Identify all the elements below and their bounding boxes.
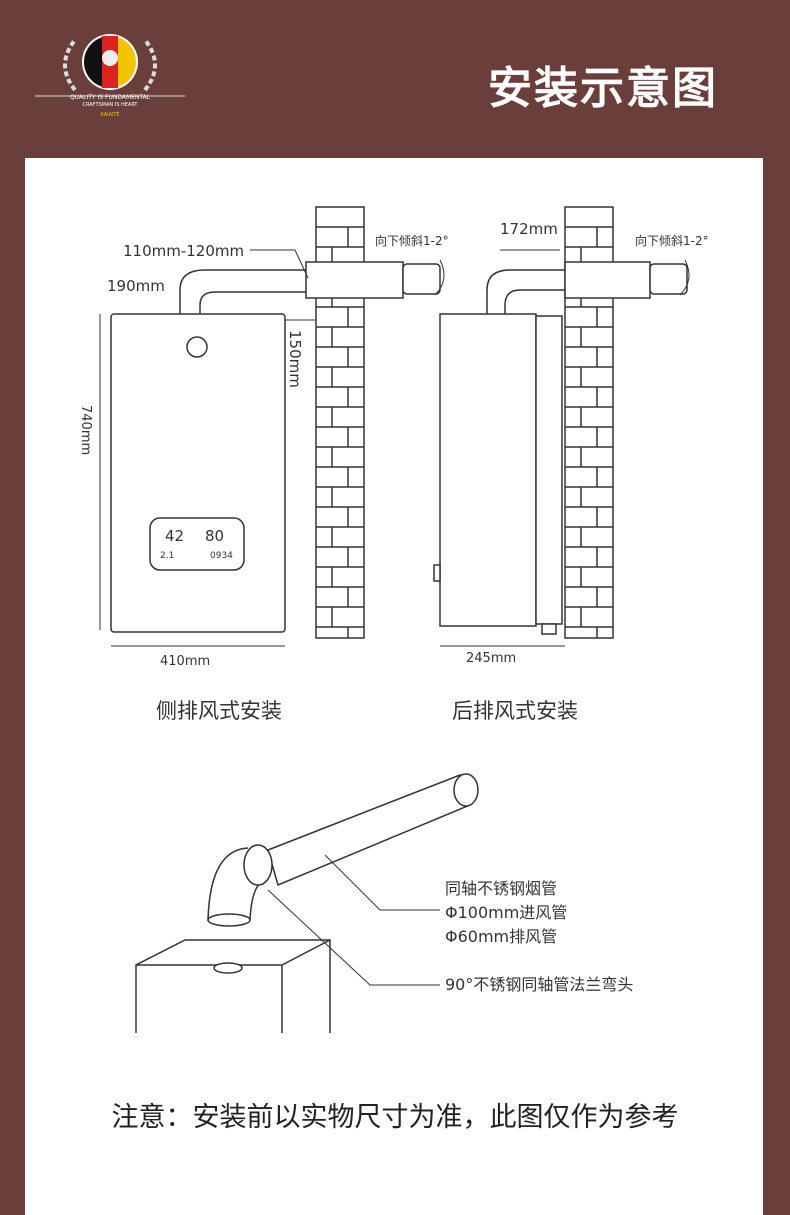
brick-row — [316, 586, 364, 607]
brick-row — [565, 426, 613, 447]
side-height: 740mm — [78, 405, 93, 455]
side-gap: 150mm — [286, 330, 304, 388]
heater-side — [439, 313, 537, 627]
display-small-right: 0934 — [210, 551, 233, 561]
brick-row — [565, 366, 613, 387]
brick-row — [565, 466, 613, 487]
rear-width: 245mm — [466, 651, 516, 666]
display-temp-left: 42 — [165, 527, 184, 545]
brick-row — [565, 306, 613, 327]
side-caption: 侧排风式安装 — [156, 699, 282, 723]
brick-row — [316, 506, 364, 527]
brick-row — [565, 226, 613, 247]
brick-row — [565, 386, 613, 407]
brick-row — [565, 526, 613, 547]
brick-row — [316, 626, 364, 638]
side-pipe-height: 190mm — [107, 277, 165, 295]
brick-row — [565, 346, 613, 367]
brick-row — [565, 446, 613, 467]
brick-row — [316, 566, 364, 587]
rear-pipe-length: 172mm — [500, 220, 558, 238]
brick-row — [316, 526, 364, 547]
pipe-label-2: Φ100mm进风管 — [445, 903, 567, 922]
brick-row — [565, 546, 613, 567]
brick-row — [565, 506, 613, 527]
rear-caption: 后排风式安装 — [452, 699, 578, 723]
brick-row — [565, 486, 613, 507]
elbow-label: 90°不锈钢同轴管法兰弯头 — [445, 975, 633, 994]
brick-row — [565, 606, 613, 627]
brick-row — [316, 386, 364, 407]
brick-row — [316, 306, 364, 327]
brick-row — [565, 586, 613, 607]
brick-row — [565, 406, 613, 427]
side-width: 410mm — [160, 654, 210, 669]
page-title: 安装示意图 — [488, 63, 718, 114]
pipe-label-3: Φ60mm排风管 — [445, 927, 557, 946]
brick-row — [316, 326, 364, 347]
display-small-left: 2.1 — [160, 551, 174, 561]
brick-row — [316, 466, 364, 487]
svg-text:QUALITY IS FUNDAMENTAL: QUALITY IS FUNDAMENTAL — [70, 94, 151, 101]
pipe-label-1: 同轴不锈钢烟管 — [445, 879, 557, 898]
brick-row — [565, 326, 613, 347]
heater-front — [110, 313, 286, 633]
brick-row — [565, 566, 613, 587]
brick-row — [316, 546, 364, 567]
disclaimer-note: 注意：安装前以实物尺寸为准，此图仅作为参考 — [111, 1102, 679, 1133]
brick-row — [316, 346, 364, 367]
control-display — [149, 517, 245, 571]
brick-row — [565, 626, 613, 638]
brick-row — [316, 226, 364, 247]
rear-slope: 向下倾斜1-2° — [635, 233, 709, 248]
heater-logo — [186, 336, 208, 358]
brick-row — [316, 366, 364, 387]
brick-row — [316, 406, 364, 427]
side-slope: 向下倾斜1-2° — [375, 233, 449, 248]
brick-row — [316, 606, 364, 627]
brick-row — [316, 426, 364, 447]
display-temp-right: 80 — [205, 527, 224, 545]
brand-logo: QUALITY IS FUNDAMENTAL CRAFTSMAN IS HEAR… — [35, 34, 185, 118]
svg-text:CRAFTSMAN IS HEART: CRAFTSMAN IS HEART — [82, 102, 138, 108]
side-pipe-length: 110mm-120mm — [123, 242, 244, 260]
brick-row — [316, 486, 364, 507]
brick-row — [316, 446, 364, 467]
svg-text:KAIAITE: KAIAITE — [100, 112, 119, 118]
